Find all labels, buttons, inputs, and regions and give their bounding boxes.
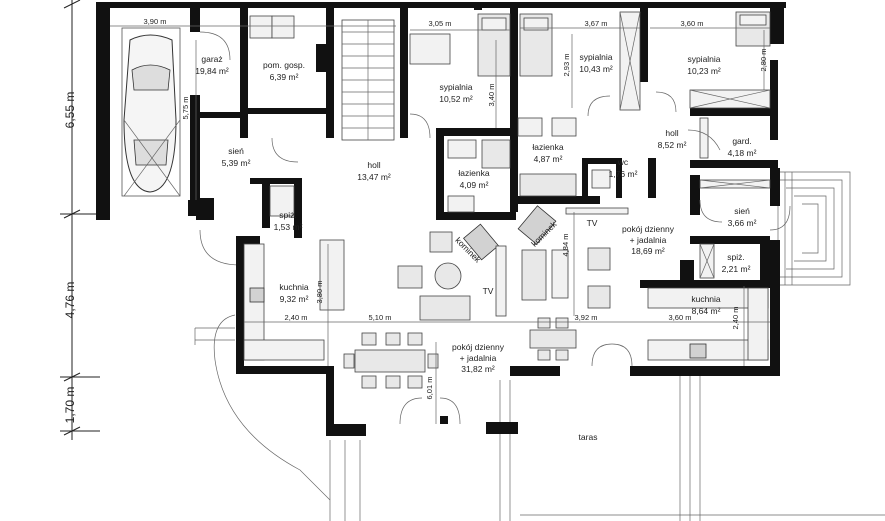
room-wc-name: wc (617, 157, 629, 167)
furniture (121, 11, 791, 425)
dim-vertical-4: 2,80 m (759, 49, 768, 72)
dim-bottom-2: 5,10 m (369, 313, 392, 322)
room-bathroom1-name: łazienka (458, 168, 489, 178)
room-living1-area: 31,82 m² (461, 364, 495, 374)
room-bedroom3-area: 10,23 m² (687, 66, 721, 76)
room-bathroom1-area: 4,09 m² (460, 180, 489, 190)
room-vestibule2-area: 3,66 m² (728, 218, 757, 228)
room-wardrobe-name: gard. (732, 136, 751, 146)
room-living2-name2: + jadalnia (630, 235, 667, 245)
room-vestibule2-name: sień (734, 206, 750, 216)
label-terrace: taras (579, 432, 598, 442)
label-tv-1: TV (483, 286, 494, 296)
room-living2-area: 18,69 m² (631, 246, 665, 256)
room-wardrobe-area: 4,18 m² (728, 148, 757, 158)
dim-vertical-3: 2,93 m (562, 54, 571, 77)
room-garage-area: 19,84 m² (195, 66, 229, 76)
dim-vertical-5: 3,80 m (315, 281, 324, 304)
staircase (341, 19, 395, 141)
dim-top-4: 3,60 m (681, 19, 704, 28)
dim-bottom-4: 3,60 m (669, 313, 692, 322)
dimension-lines: 3,90 m 3,05 m 3,67 m 3,60 m 5,75 m 3,40 … (110, 17, 770, 424)
room-kitchen2-area: 8,64 m² (692, 306, 721, 316)
dim-top-3: 3,67 m (585, 19, 608, 28)
room-pantry2-name: spiż. (727, 252, 744, 262)
dim-vertical-6: 4,84 m (561, 234, 570, 257)
dim-vertical-2: 3,40 m (487, 84, 496, 107)
room-bedroom2-area: 10,43 m² (579, 64, 613, 74)
room-living1-name2: + jadalnia (460, 353, 497, 363)
label-tv-2: TV (587, 218, 598, 228)
dim-vertical-1: 5,75 m (181, 97, 190, 120)
room-living1-name: pokój dzienny (452, 342, 505, 352)
dim-top-1: 3,90 m (144, 17, 167, 26)
room-bathroom2-area: 4,87 m² (534, 154, 563, 164)
room-bathroom2-name: łazienka (532, 142, 563, 152)
room-utility-name: pom. gosp. (263, 60, 305, 70)
room-bedroom3-name: sypialnia (687, 54, 720, 64)
dim-vertical-8: 6,01 m (425, 377, 434, 400)
room-kitchen1-name: kuchnia (279, 282, 309, 292)
side-dim-3: 1,70 m (63, 387, 77, 424)
room-bedroom1-area: 10,52 m² (439, 94, 473, 104)
car-icon (121, 27, 181, 197)
room-living2-name: pokój dzienny (622, 224, 675, 234)
side-dim-1: 6,55 m (63, 92, 77, 129)
room-pantry1-area: 1,53 m² (274, 222, 303, 232)
room-utility-area: 6,39 m² (270, 72, 299, 82)
side-dimension-line: 6,55 m 4,76 m 1,70 m (60, 0, 100, 440)
room-garage-name: garaż (201, 54, 222, 64)
dim-bottom-3: 3,92 m (575, 313, 598, 322)
room-hall1-area: 13,47 m² (357, 172, 391, 182)
room-bedroom2-name: sypialnia (579, 52, 612, 62)
room-pantry2-area: 2,21 m² (722, 264, 751, 274)
room-hall2-area: 8,52 m² (658, 140, 687, 150)
room-hall1-name: holl (367, 160, 380, 170)
room-pantry1-name: spiż. (279, 210, 296, 220)
room-vestibule1-area: 5,39 m² (222, 158, 251, 168)
side-dim-2: 4,76 m (63, 282, 77, 319)
room-hall2-name: holl (665, 128, 678, 138)
room-vestibule1-name: sień (228, 146, 244, 156)
room-bedroom1-name: sypialnia (439, 82, 472, 92)
dim-bottom-1: 2,40 m (285, 313, 308, 322)
dim-top-2: 3,05 m (429, 19, 452, 28)
room-kitchen2-name: kuchnia (691, 294, 721, 304)
room-kitchen1-area: 9,32 m² (280, 294, 309, 304)
dim-vertical-7: 2,40 m (731, 307, 740, 330)
walls (96, 2, 786, 436)
room-wc-area: 1,76 m² (609, 169, 638, 179)
